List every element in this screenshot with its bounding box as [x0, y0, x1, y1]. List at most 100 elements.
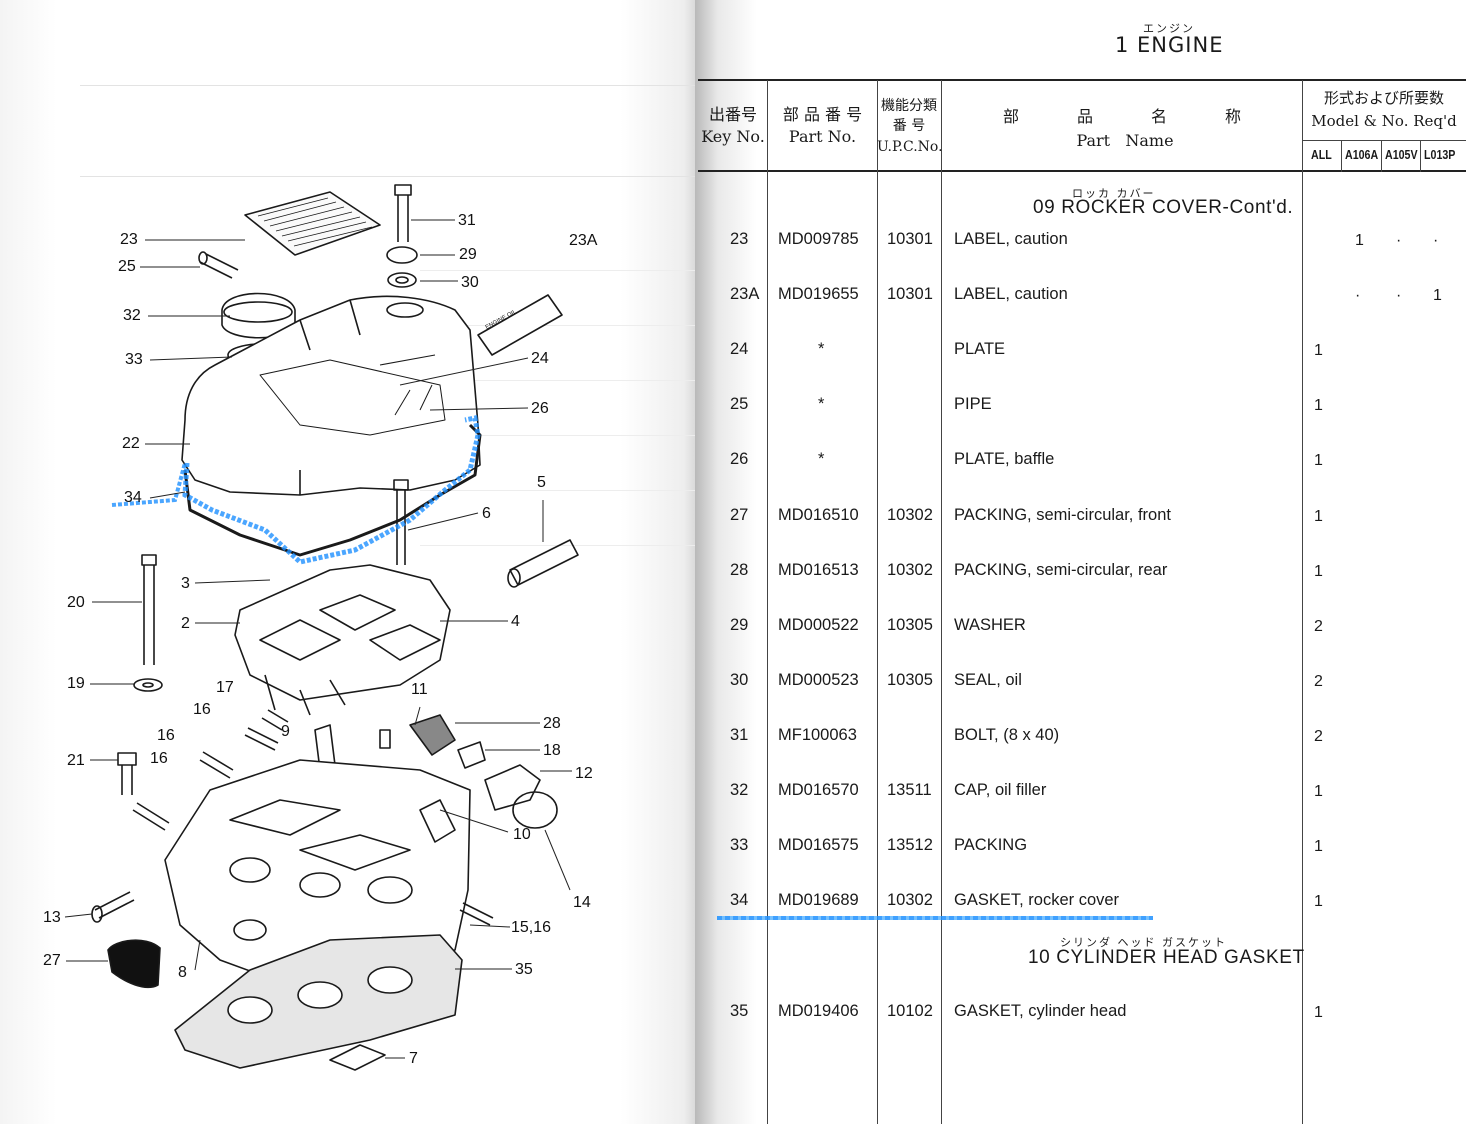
table-header-bottom-rule — [698, 170, 1466, 172]
callout-11: 11 — [411, 681, 428, 698]
part-no-cell: * — [818, 395, 825, 414]
callout-8: 8 — [178, 964, 187, 981]
callout-15-16: 15,16 — [511, 919, 552, 936]
header-name-jp-4: 称 — [1225, 107, 1242, 126]
upc-cell: 10302 — [887, 560, 933, 579]
upc-cell: 13512 — [887, 836, 933, 855]
callout-5: 5 — [537, 474, 546, 491]
key-no-cell: 24 — [730, 340, 749, 359]
part-name-cell: PACKING, semi-circular, rear — [954, 560, 1168, 579]
qty-all: 1 — [1314, 893, 1323, 911]
callout-20: 20 — [67, 594, 85, 611]
qty-all: 1 — [1314, 452, 1323, 470]
header-part-name: Part Name — [1076, 131, 1174, 150]
callout-32: 32 — [123, 307, 141, 324]
header-model-jp: 形式および所要数 — [1323, 89, 1444, 107]
key-no-cell: 34 — [730, 891, 749, 910]
qty-all: 1 — [1314, 397, 1323, 415]
part-no-cell: MD016513 — [778, 560, 859, 579]
part-name-cell: PLATE — [954, 340, 1006, 359]
callout-23a: 23A — [569, 232, 598, 249]
upc-cell: 10301 — [887, 285, 933, 304]
callout-22: 22 — [122, 435, 140, 452]
callout-29: 29 — [459, 246, 477, 263]
page-title: 1 ENGINE — [1115, 33, 1224, 57]
callout-9: 9 — [281, 723, 290, 740]
qty-all: 2 — [1314, 672, 1323, 690]
callout-6: 6 — [482, 505, 491, 522]
part-no-cell: MD019406 — [778, 1002, 859, 1020]
qty-all: 1 — [1314, 838, 1323, 856]
callout-13: 13 — [43, 909, 61, 926]
header-key-no: 出番号 Key No. — [701, 105, 765, 147]
part-name-cell: CAP, oil filler — [954, 781, 1047, 799]
part-name-cell: BOLT, (8 x 40) — [954, 725, 1060, 744]
upc-cell: 10302 — [887, 505, 933, 524]
part-no-cell: MD016570 — [778, 781, 859, 799]
part-no-cell: * — [818, 340, 825, 359]
model-all: ALL — [1311, 147, 1332, 162]
part-name-cell: WASHER — [954, 615, 1026, 634]
key-no-cell: 35 — [730, 1002, 749, 1020]
key-no-cell: 27 — [730, 505, 749, 524]
callout-19: 19 — [67, 675, 85, 692]
qty-l013p: 1 — [1433, 287, 1442, 305]
key-no-cell: 23A — [730, 285, 760, 304]
callout-16-c: 16 — [150, 750, 168, 767]
callout-34: 34 — [124, 489, 142, 506]
section-09-ruby: ロッカ カバー — [1072, 187, 1156, 200]
part-no-cell: MD000523 — [778, 670, 859, 689]
qty-all: 1 — [1314, 507, 1323, 525]
part-name-cell: PACKING — [954, 836, 1028, 855]
part-no-cell: * — [818, 450, 825, 469]
caution-label-plate — [244, 191, 381, 256]
callout-25: 25 — [118, 258, 136, 275]
qty-a106a: 1 — [1355, 232, 1364, 249]
callout-3: 3 — [181, 575, 190, 592]
callout-33: 33 — [125, 351, 143, 368]
part-name-cell: PIPE — [954, 395, 992, 414]
part-name-cell: GASKET, cylinder head — [954, 1002, 1127, 1020]
upc-cell: 10301 — [887, 230, 933, 248]
part-no-cell: MF100063 — [778, 725, 857, 744]
callout-27: 27 — [43, 952, 61, 969]
upc-cell: 13511 — [887, 781, 932, 799]
bleed-through-header — [80, 85, 700, 177]
callout-7: 7 — [409, 1050, 418, 1067]
qty-all: 1 — [1314, 562, 1323, 580]
part-no-cell: MD019689 — [778, 891, 859, 910]
upc-cell: 10305 — [887, 670, 933, 689]
callout-12: 12 — [575, 765, 593, 782]
table-header-top-rule — [698, 79, 1466, 81]
callout-23: 23 — [120, 231, 138, 248]
callout-24: 24 — [531, 350, 549, 367]
key-no-cell: 25 — [730, 395, 749, 414]
part-name-cell: SEAL, oil — [954, 670, 1022, 689]
part-name-cell: PACKING, semi-circular, front — [954, 505, 1171, 524]
header-name-jp-3: 名 — [1151, 107, 1168, 126]
qty-l013p: · — [1433, 232, 1439, 249]
part-no-cell: MD019655 — [778, 285, 859, 304]
qty-a105v: · — [1396, 232, 1402, 249]
right-page — [695, 0, 1466, 1124]
callout-4: 4 — [511, 613, 520, 630]
qty-all: 1 — [1314, 1004, 1323, 1021]
part-no-cell: MD016575 — [778, 836, 859, 855]
qty-a106a: · — [1355, 287, 1361, 305]
callout-2: 2 — [181, 615, 190, 632]
part-no-cell: MD016510 — [778, 505, 859, 524]
model-l013p: L013P — [1424, 147, 1456, 162]
callout-21: 21 — [67, 752, 85, 769]
qty-all: 2 — [1314, 727, 1323, 745]
label-23a — [477, 294, 563, 356]
callout-10: 10 — [513, 826, 531, 843]
key-no-cell: 32 — [730, 781, 749, 799]
callout-35: 35 — [515, 961, 533, 978]
header-upc: 機能分類 番 号 U.P.C.No. — [877, 98, 943, 155]
callout-26: 26 — [531, 400, 549, 417]
rocker-arm-assembly — [234, 564, 451, 701]
callout-16-b: 16 — [157, 727, 175, 744]
callout-30: 30 — [461, 274, 479, 291]
upc-cell: 10102 — [887, 1002, 933, 1020]
model-a106a: A106A — [1345, 147, 1379, 162]
